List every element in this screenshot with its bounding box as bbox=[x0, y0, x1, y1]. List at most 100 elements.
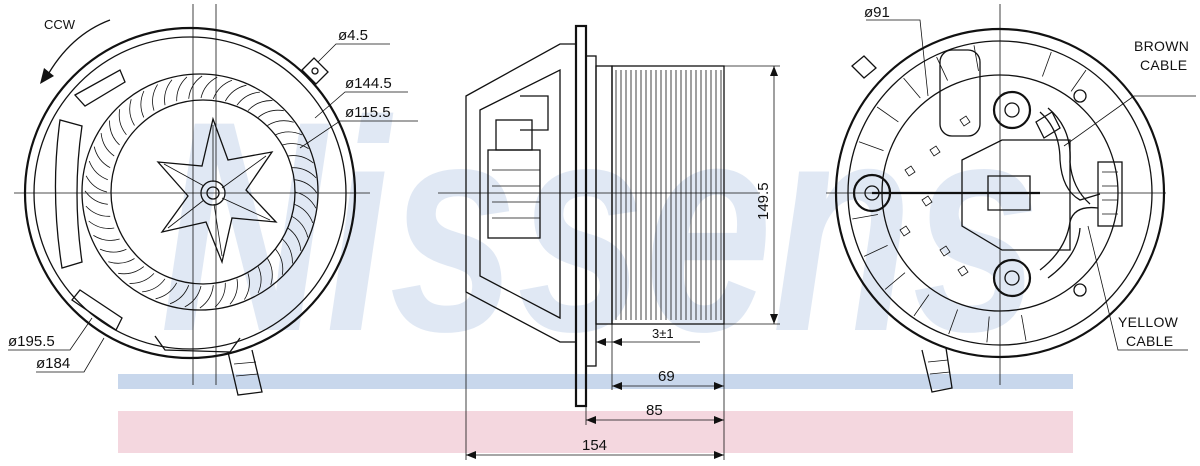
mount-hole bbox=[311, 67, 319, 75]
housing-rib bbox=[948, 309, 958, 335]
impeller-blade bbox=[188, 75, 203, 99]
housing-left-panel bbox=[54, 119, 83, 269]
dim-offset: 3±1 bbox=[652, 326, 674, 341]
impeller-blade bbox=[118, 109, 127, 136]
housing-rib bbox=[1070, 69, 1087, 92]
impeller-blade bbox=[247, 100, 273, 111]
rear-view: ø91 BROWN CABLE YELLOW CABLE bbox=[826, 4, 1196, 393]
impeller-blade bbox=[275, 131, 303, 136]
housing-rib bbox=[973, 45, 979, 71]
yellow-cable-label-line2: CABLE bbox=[1126, 333, 1173, 349]
rear-housing-inner bbox=[847, 40, 1153, 346]
vent-slot bbox=[939, 245, 951, 257]
motor-windings bbox=[492, 169, 540, 219]
hub-star-ridges bbox=[163, 125, 271, 257]
housing-rib bbox=[858, 141, 884, 151]
impeller-blade bbox=[257, 109, 284, 118]
mount-boss-bottom bbox=[992, 258, 1032, 298]
impeller-fins bbox=[615, 70, 722, 320]
housing-rib bbox=[852, 214, 878, 220]
rear-rivet-2 bbox=[1073, 283, 1087, 297]
housing-rib bbox=[1042, 51, 1052, 77]
impeller-blade bbox=[236, 91, 260, 106]
impeller-blade bbox=[129, 99, 135, 126]
vent-slot bbox=[959, 115, 971, 127]
hub-center bbox=[206, 186, 220, 200]
dim-outer-impeller: ø144.5 bbox=[345, 75, 392, 92]
rear-housing-outer bbox=[834, 27, 1166, 359]
brown-cable-label-line2: CABLE bbox=[1140, 57, 1187, 73]
impeller-blade bbox=[164, 79, 173, 106]
ccw-label: CCW bbox=[44, 17, 76, 32]
bottom-connector bbox=[227, 349, 263, 396]
impeller-blade bbox=[184, 285, 202, 308]
side-view: 149.5 3±1 69 85 154 bbox=[438, 24, 780, 460]
impeller-cage bbox=[611, 65, 725, 325]
impeller-blade bbox=[229, 278, 238, 305]
impeller-blade bbox=[169, 285, 190, 305]
vent-slot bbox=[957, 265, 969, 277]
dim-housing-inner: ø184 bbox=[36, 355, 70, 372]
impeller-blade bbox=[267, 120, 294, 126]
housing-rib bbox=[876, 106, 899, 123]
dim-rear-diameter: ø91 bbox=[864, 4, 890, 21]
impeller-blade bbox=[85, 205, 111, 217]
yellow-cable-path bbox=[1039, 206, 1099, 271]
motor-bracket bbox=[520, 95, 549, 131]
housing-rib bbox=[1021, 315, 1027, 341]
housing-rib bbox=[986, 316, 990, 343]
dim-mount-hole: ø4.5 bbox=[338, 27, 368, 44]
impeller-blade bbox=[100, 133, 115, 157]
impeller-blade bbox=[93, 146, 111, 169]
impeller-blade bbox=[88, 160, 108, 181]
impeller-blade bbox=[199, 285, 214, 309]
impeller-blade bbox=[155, 282, 178, 300]
motor-housing-inner bbox=[479, 68, 561, 320]
impeller-blade bbox=[294, 191, 317, 209]
ccw-arrow-icon bbox=[45, 19, 111, 79]
housing-rib bbox=[884, 272, 906, 290]
leader-rear-diameter bbox=[866, 19, 929, 97]
motor-connector-top bbox=[495, 119, 533, 151]
housing-inner-ring bbox=[33, 36, 347, 350]
watermark-logo-text: Nissens bbox=[160, 58, 1040, 394]
impeller-blade bbox=[88, 220, 115, 229]
impeller-blade bbox=[287, 155, 314, 164]
rear-bottom-connector-ribs bbox=[927, 359, 951, 375]
impeller-blade bbox=[118, 266, 145, 275]
rear-rivet-1 bbox=[1073, 89, 1087, 103]
impeller-outer-ring bbox=[81, 73, 319, 311]
leader-inner-impeller bbox=[299, 120, 418, 149]
housing-rib bbox=[936, 56, 948, 81]
impeller-blade bbox=[294, 203, 314, 224]
mount-tab bbox=[301, 57, 329, 85]
impeller-blade bbox=[282, 238, 293, 264]
impeller-blade bbox=[176, 76, 188, 102]
housing-top-rib bbox=[73, 69, 126, 107]
impeller-blade bbox=[84, 190, 108, 205]
brown-cable-label-line1: BROWN bbox=[1134, 38, 1189, 54]
impeller-blade bbox=[93, 235, 120, 241]
housing-outer-ring bbox=[23, 26, 357, 360]
vent-slot bbox=[929, 145, 941, 157]
dim-154: 154 bbox=[582, 437, 607, 454]
ccw-arrowhead-icon bbox=[40, 68, 54, 84]
impeller-blade bbox=[294, 179, 318, 194]
brown-cable-path bbox=[1039, 111, 1101, 201]
impeller-blade bbox=[85, 175, 108, 193]
dim-69: 69 bbox=[658, 368, 675, 385]
housing-rib bbox=[863, 245, 888, 257]
impeller-blade bbox=[287, 227, 302, 251]
rear-connector-pins bbox=[1102, 171, 1118, 215]
leader-housing-outer bbox=[8, 317, 93, 351]
impeller-blade bbox=[212, 79, 233, 99]
vent-slot bbox=[899, 225, 911, 237]
dim-offset-arrows bbox=[596, 338, 622, 346]
leader-mount-hole bbox=[317, 43, 390, 63]
impeller-blade bbox=[200, 76, 218, 99]
housing-rib bbox=[913, 294, 930, 317]
impeller-blade bbox=[267, 258, 273, 285]
impeller-blade bbox=[109, 120, 120, 146]
leader-yellow-cable bbox=[1087, 225, 1188, 351]
